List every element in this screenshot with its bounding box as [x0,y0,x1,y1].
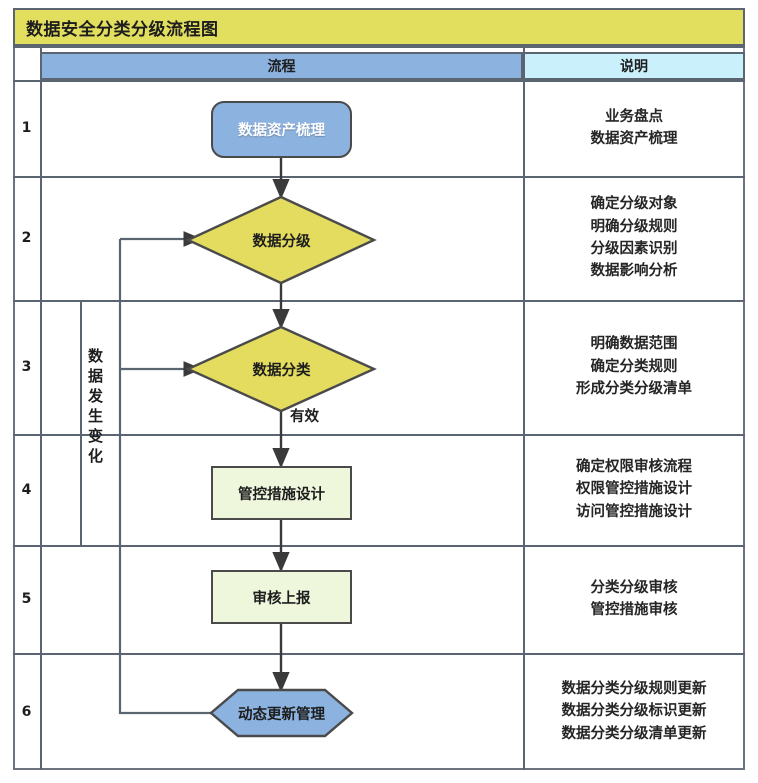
grid-hline-row3 [13,434,745,436]
note-line: 业务盘点 [605,108,663,125]
grid-vline-loopcol [80,300,82,545]
note-line: 形成分类分级清单 [576,381,692,398]
row-number-4: 4 [21,481,32,498]
note-line: 数据分类分级标识更新 [561,703,707,720]
grid-hline-row1 [13,176,745,178]
page-title: 数据安全分类分级流程图 [13,8,745,46]
note-line: 确定分级对象 [590,196,678,213]
note-cell-6: 数据分类分级规则更新 数据分类分级标识更新 数据分类分级清单更新 [525,653,743,770]
note-cell-5: 分类分级审核 管控措施审核 [525,545,743,653]
grid-hline-header [13,80,745,82]
note-line: 权限管控措施设计 [576,481,692,498]
grid-hline-title [13,46,745,48]
note-cell-3: 明确数据范围 确定分类规则 形成分类分级清单 [525,300,743,434]
note-line: 数据影响分析 [590,263,678,280]
note-line: 数据分类分级清单更新 [561,725,707,742]
note-line: 管控措施审核 [590,602,678,618]
column-header-flow: 流程 [40,52,523,80]
note-cell-1: 业务盘点 数据资产梳理 [525,80,743,176]
note-line: 分级因素识别 [590,241,678,257]
process-node-5[interactable]: 审核上报 [211,570,352,624]
note-line: 访问管控措施设计 [576,503,692,520]
grid-vline-num [40,46,42,770]
row-number-6: 6 [21,703,32,720]
process-node-1[interactable]: 数据资产梳理 [211,101,352,158]
note-line: 数据分类分级规则更新 [561,680,707,697]
grid-vline-note [523,46,525,770]
note-cell-4: 确定权限审核流程 权限管控措施设计 访问管控措施设计 [525,434,743,545]
note-cell-2: 确定分级对象 明确分级规则 分级因素识别 数据影响分析 [525,176,743,300]
column-header-note: 说明 [523,52,745,80]
row-number-3: 3 [21,359,32,375]
note-line: 分类分级审核 [590,579,678,596]
note-line: 确定权限审核流程 [576,458,692,475]
note-line: 明确分级规则 [590,218,678,235]
note-line: 数据资产梳理 [590,131,678,147]
grid-hline-row2 [13,300,745,302]
note-line: 明确数据范围 [590,336,678,353]
edge-label-feedback: 数据发生变化 [86,348,104,468]
row-number-1: 1 [21,120,32,136]
note-line: 确定分类规则 [590,358,678,375]
row-number-2: 2 [21,230,32,246]
row-number-5: 5 [21,591,32,607]
grid-hline-row4 [13,545,745,547]
process-node-4[interactable]: 管控措施设计 [211,466,352,520]
grid-hline-row5 [13,653,745,655]
edge-label-valid: 有效 [290,409,319,425]
